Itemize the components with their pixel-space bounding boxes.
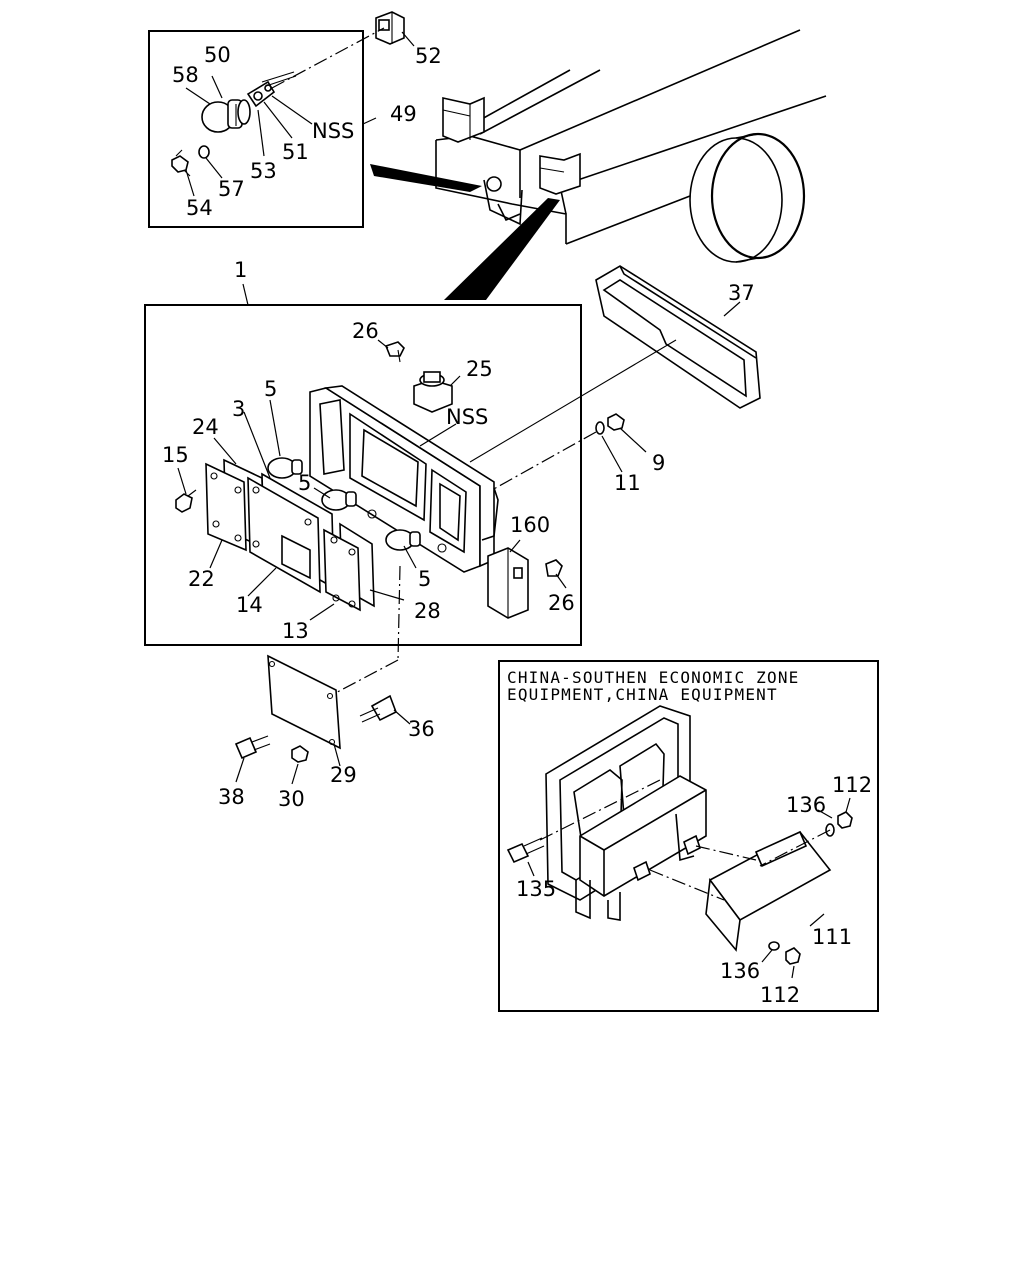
socket-51-drawing: [246, 71, 297, 108]
label-part-54: 54: [186, 196, 213, 220]
label-part-37: 37: [728, 281, 755, 305]
washer-57-drawing: [198, 145, 210, 159]
note-line-2: EQUIPMENT,CHINA EQUIPMENT: [507, 685, 778, 704]
label-part-5-b: 5: [298, 471, 311, 495]
label-part-28: 28: [414, 599, 441, 623]
label-part-14: 14: [236, 593, 263, 617]
switch-25-drawing: [413, 371, 453, 413]
label-part-136-bottom: 136: [720, 959, 760, 983]
label-part-111: 111: [812, 925, 852, 949]
label-part-26-top: 26: [352, 319, 379, 343]
label-part-30: 30: [278, 787, 305, 811]
washer-11-drawing: [595, 421, 605, 435]
label-part-49: 49: [390, 102, 417, 126]
label-part-52: 52: [415, 44, 442, 68]
note-line-1: CHINA-SOUTHEN ECONOMIC ZONE: [507, 668, 800, 687]
label-part-58: 58: [172, 63, 199, 87]
label-part-29: 29: [330, 763, 357, 787]
label-part-11: 11: [614, 471, 641, 495]
callout-labels: 50 58 52 49 NSS 51 53 57 54 1 37 26 25 5…: [162, 43, 872, 1007]
bulb-58-drawing: [201, 99, 251, 133]
screw-54-drawing: [171, 149, 191, 177]
label-part-1: 1: [234, 258, 247, 282]
label-part-53: 53: [250, 159, 277, 183]
lens-14-drawing: [247, 472, 335, 594]
label-part-5-a: 5: [264, 377, 277, 401]
label-part-51: 51: [282, 140, 309, 164]
label-part-15: 15: [162, 443, 189, 467]
bulb-5-drawings: [267, 457, 421, 551]
label-part-112-bottom: 112: [760, 983, 800, 1007]
label-part-24: 24: [192, 415, 219, 439]
inset-license-lamp-detail: [148, 11, 415, 228]
lens-13-drawing: [323, 522, 375, 612]
label-part-38: 38: [218, 785, 245, 809]
nut-9-drawing: [607, 413, 625, 431]
bracket-29-assembly: [234, 565, 411, 785]
label-part-135: 135: [516, 877, 556, 901]
lamp-37-drawing: [469, 265, 761, 463]
inset-china-equipment: CHINA-SOUTHEN ECONOMIC ZONE EQUIPMENT,CH…: [498, 660, 879, 1012]
connector-52-drawing: [375, 11, 405, 45]
label-part-9: 9: [652, 451, 665, 475]
china-lamp-drawing: [545, 705, 707, 921]
label-part-57: 57: [218, 177, 245, 201]
label-part-3: 3: [232, 397, 245, 421]
label-part-112-top: 112: [832, 773, 872, 797]
label-part-36: 36: [408, 717, 435, 741]
main-lamp-assembly: [144, 283, 582, 646]
label-part-5-c: 5: [418, 567, 431, 591]
relay-160-drawing: [487, 547, 529, 619]
label-part-50: 50: [204, 43, 231, 67]
bracket-111-drawing: [705, 830, 832, 952]
label-part-25: 25: [466, 357, 493, 381]
label-part-160: 160: [510, 513, 550, 537]
vehicle-chassis-sketch: [370, 29, 827, 300]
label-part-26-right: 26: [548, 591, 575, 615]
label-part-13: 13: [282, 619, 309, 643]
label-part-22: 22: [188, 567, 215, 591]
label-nss-top: NSS: [312, 119, 354, 143]
label-part-136-top: 136: [786, 793, 826, 817]
label-nss-main: NSS: [446, 405, 488, 429]
